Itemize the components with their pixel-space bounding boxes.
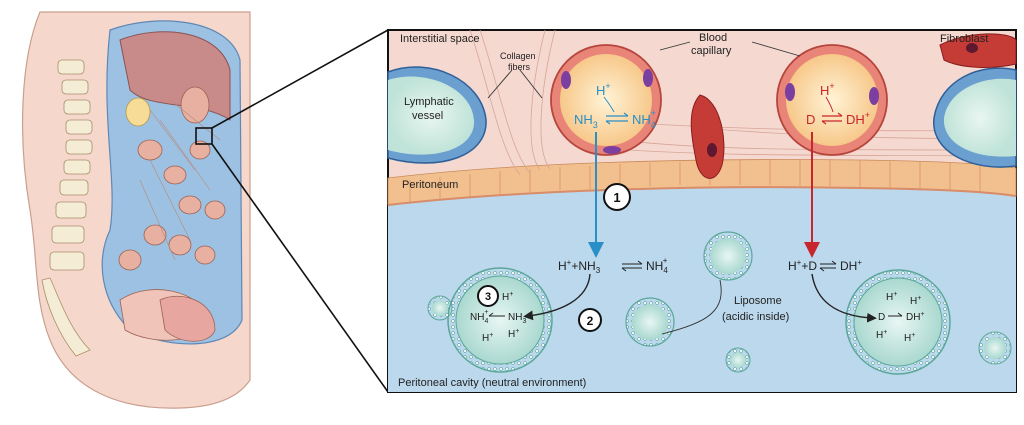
svg-text:NH4+: NH4+ [470,309,488,325]
svg-text:H++D: H++D [788,258,817,273]
step-badge-1: 1 [603,183,631,211]
svg-text:NH3: NH3 [574,112,598,130]
equation-liposome-right: H+ H+ D DH+ H+ H+ [876,291,925,344]
label-lymphatic-2: vessel [412,110,443,122]
spine [41,59,93,357]
liposome-right-large [845,269,951,375]
svg-text:D: D [806,112,815,127]
uptake-arrow-right [811,273,877,323]
lymphatic-vessel-right [933,67,1017,168]
label-lymphatic-1: Lymphatic [404,96,454,108]
svg-text:DH+: DH+ [840,258,862,273]
svg-text:D: D [878,312,885,323]
equation-liposome-left: H+ NH4+ NH3 H+ H+ [470,291,526,344]
svg-text:H+: H+ [876,329,887,341]
equation-left-capillary: H+ NH3 NH4+ [574,81,656,130]
equation-cavity-left: H++NH3 NH4+ [558,256,668,275]
blood-capillary-right [776,44,888,156]
fibroblast-cells [690,33,1017,179]
svg-text:H+: H+ [596,81,611,98]
label-liposome-2: (acidic inside) [722,311,789,323]
body-illustration [21,11,251,409]
svg-text:H+: H+ [482,332,493,344]
svg-text:DH+: DH+ [906,311,925,323]
svg-text:NH4+: NH4+ [632,108,656,130]
uptake-arrow-left [523,273,591,321]
svg-text:H+: H+ [904,332,915,344]
svg-text:H+: H+ [502,291,513,303]
equation-right-capillary: H+ D DH+ [806,81,870,127]
step-badge-2: 2 [578,308,602,332]
liposome-small [427,231,1012,373]
label-blood-2: capillary [691,45,732,57]
svg-text:NH4+: NH4+ [646,256,668,275]
svg-text:H+: H+ [508,328,519,340]
blood-capillary-left [550,44,662,156]
label-collagen-2: fibers [508,62,531,72]
svg-text:DH+: DH+ [846,110,870,127]
labels: Interstitial space Collagen fibers Lymph… [398,32,988,389]
label-blood-1: Blood [699,32,727,44]
svg-text:H+: H+ [910,295,921,307]
intestines [118,86,226,271]
label-peritoneum: Peritoneum [402,179,458,191]
label-liposome-1: Liposome [734,295,782,307]
label-peritoneal-cavity: Peritoneal cavity (neutral environment) [398,377,586,389]
svg-text:1: 1 [613,190,620,205]
svg-text:3: 3 [485,291,491,303]
svg-text:2: 2 [587,314,594,328]
label-interstitial-space: Interstitial space [400,33,479,45]
svg-text:H+: H+ [886,291,897,303]
svg-text:H+: H+ [820,81,835,98]
liposome-left-large [447,267,553,373]
gland [125,97,151,127]
zoom-box [195,127,213,145]
svg-text:NH3: NH3 [508,312,526,325]
lymphatic-vessel-left [387,66,487,164]
svg-text:H++NH3: H++NH3 [558,258,601,275]
equation-cavity-right: H++D DH+ [788,258,862,273]
label-collagen-1: Collagen [500,51,536,61]
label-fibroblast: Fibroblast [940,33,988,45]
step-badge-3: 3 [477,285,499,307]
